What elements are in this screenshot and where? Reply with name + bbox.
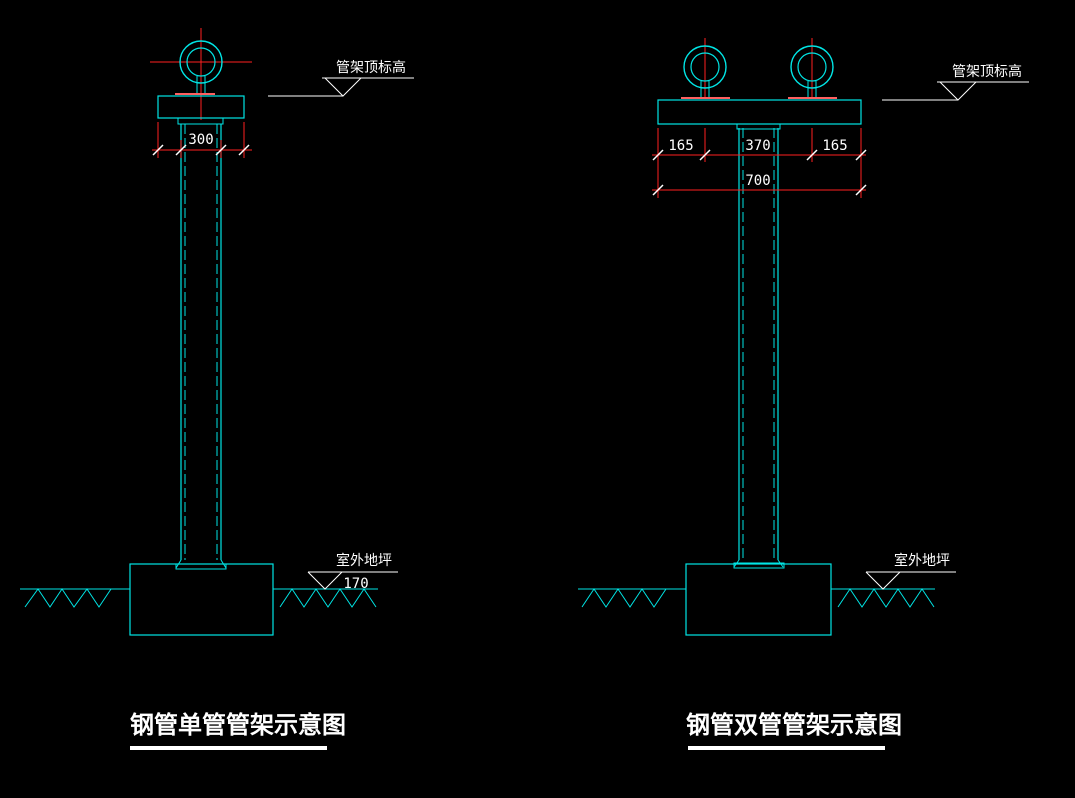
double-dim-left: 165	[668, 138, 693, 154]
double-dim-mid: 370	[745, 138, 770, 154]
single-ground-elevation: 室外地坪 170	[307, 552, 398, 592]
double-ground-elevation: 室外地坪	[865, 552, 956, 590]
double-ground-label: 室外地坪	[894, 552, 950, 569]
double-total-dimension: 700	[652, 173, 867, 196]
single-pipe-support: 300 管架顶标高 室外地坪 170 钢管单管管架示意图	[20, 28, 414, 750]
single-pipe	[150, 28, 252, 120]
single-column	[175, 124, 227, 570]
double-column	[733, 128, 785, 569]
single-title: 钢管单管管架示意图	[130, 711, 346, 739]
single-top-elevation: 管架顶标高	[268, 59, 414, 97]
single-width-dimension: 300	[152, 122, 252, 158]
single-dim-300: 300	[188, 132, 213, 148]
double-top-elevation: 管架顶标高	[882, 63, 1029, 101]
double-title: 钢管双管管架示意图	[686, 711, 902, 739]
double-top-label: 管架顶标高	[952, 63, 1022, 80]
single-ground-dim: 170	[343, 576, 368, 592]
double-pipe-right	[788, 38, 837, 99]
single-ground-label: 室外地坪	[336, 552, 392, 569]
double-dim-right: 165	[822, 138, 847, 154]
single-top-label: 管架顶标高	[336, 59, 406, 76]
double-pipe-support: 165 370 165 700 管架顶标高	[578, 38, 1029, 750]
single-foundation	[129, 563, 274, 636]
double-foundation	[685, 563, 832, 636]
double-dim-total: 700	[745, 173, 770, 189]
double-pipe-left	[681, 38, 730, 99]
double-segment-dimension: 165 370 165	[652, 128, 867, 198]
